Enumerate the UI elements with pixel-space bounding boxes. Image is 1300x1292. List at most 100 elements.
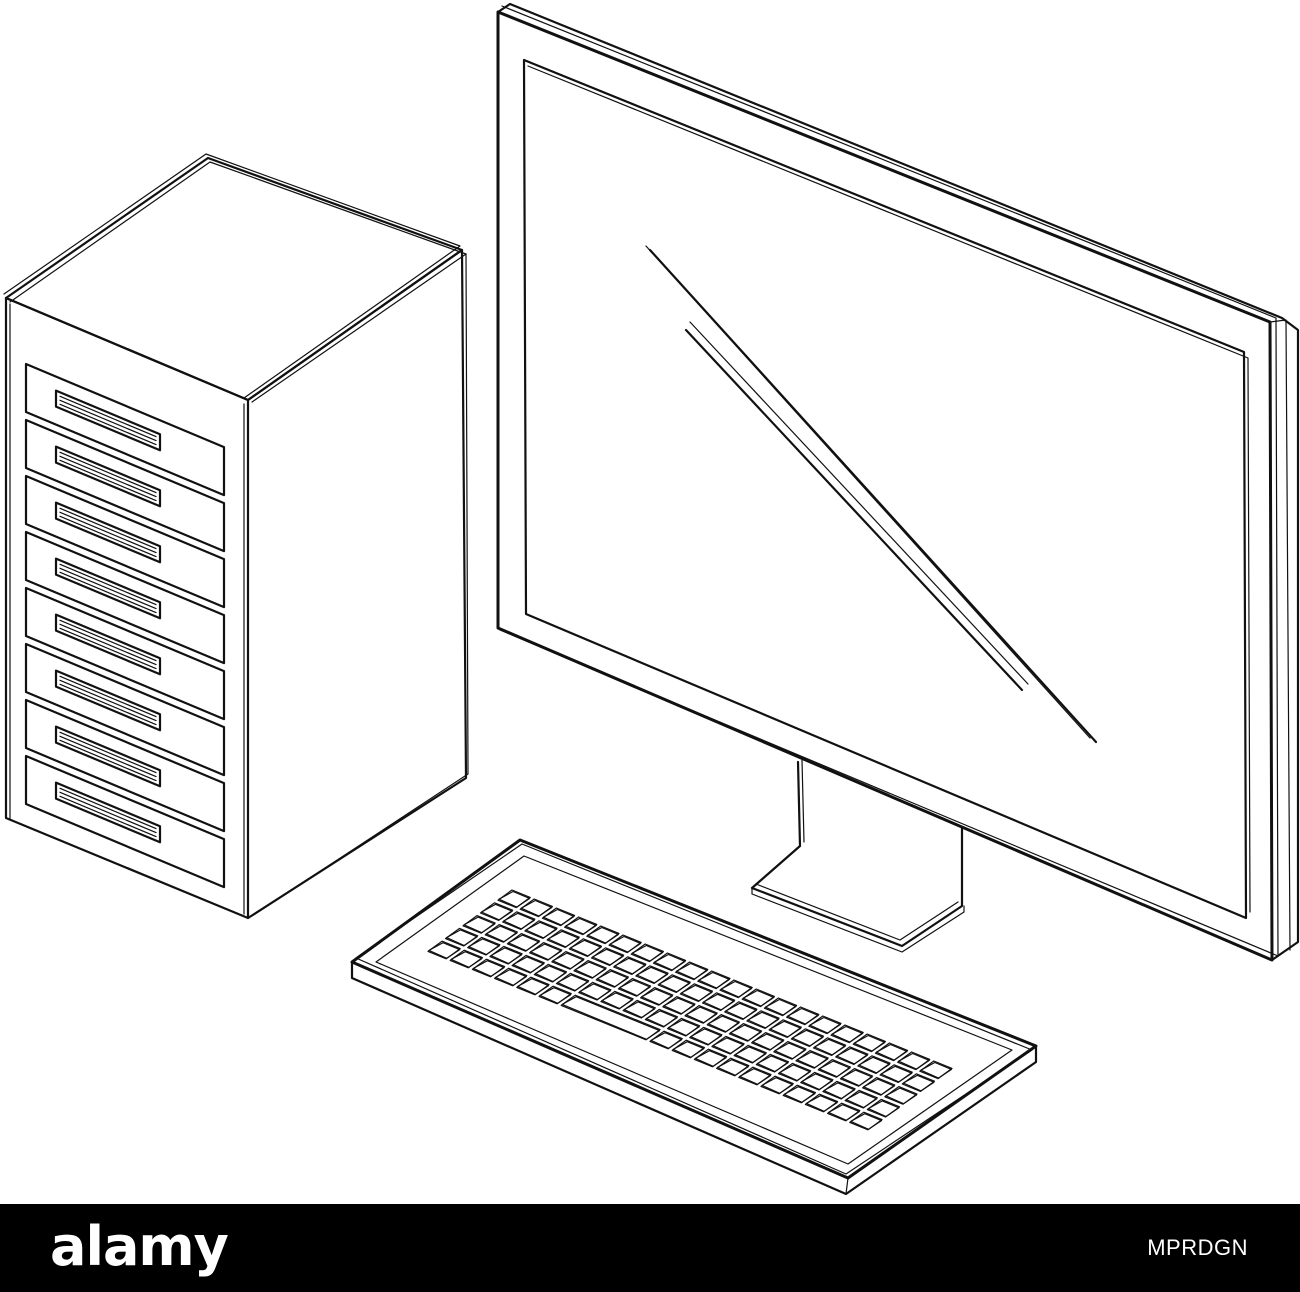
keyboard-key-outline [774, 1042, 807, 1060]
keyboard-key-outline [685, 1006, 718, 1024]
drive-bay-hatch [59, 675, 157, 718]
keyboard-key-outline [498, 890, 531, 908]
drive-bay-slot [54, 501, 162, 564]
keyboard-key [560, 994, 661, 1041]
keyboard-key-outline [840, 1069, 873, 1087]
keyboard [350, 838, 1038, 1196]
keyboard-key-outline [650, 1032, 683, 1049]
keyboard-key-outline [831, 1025, 864, 1043]
server-tower [3, 153, 469, 920]
drive-bay [24, 530, 226, 665]
drive-bay-slot [54, 445, 162, 508]
drive-bay-hatch [59, 683, 157, 726]
computer-illustration [3, 2, 1300, 1196]
keyboard-key-outline [547, 930, 580, 948]
keyboard-key-outline [556, 974, 589, 992]
keyboard-key-outline [565, 917, 597, 935]
keyboard-key-outline [809, 1016, 842, 1034]
keyboard-key-outline [729, 1024, 762, 1042]
keyboard-key-outline [614, 957, 646, 975]
keyboard-key-outline [720, 980, 753, 998]
keyboard-key-outline [561, 996, 661, 1040]
drive-bay-hatch [59, 567, 157, 610]
server-drive-bays [24, 362, 226, 889]
keyboard-key-outline [698, 971, 731, 989]
keyboard-key-outline [463, 916, 496, 934]
keyboard-key-outline [512, 956, 545, 974]
keyboard-key-outline [490, 947, 523, 965]
keyboard-key-outline [623, 1001, 656, 1019]
keyboard-key-outline [880, 1065, 913, 1083]
keyboard-key-outline [787, 1007, 819, 1025]
keyboard-key-outline [805, 1095, 838, 1112]
keyboard-key-outline [636, 966, 669, 984]
keyboard-key-outline [764, 998, 797, 1016]
keyboard-key-outline [641, 988, 673, 1006]
monitor-outer-frame [496, 10, 1274, 962]
keyboard-key-outline [875, 1043, 908, 1061]
keyboard-key-outline [517, 978, 550, 995]
drive-bay-hatch [59, 515, 157, 558]
keyboard-key-outline [863, 1078, 895, 1096]
keyboard-key-outline [920, 1061, 953, 1079]
drive-bay-hatch [59, 571, 157, 614]
keyboard-key-outline [747, 1011, 780, 1029]
keyboard-key-outline [734, 1046, 767, 1064]
drive-bay [24, 754, 226, 889]
keyboard-key-outline [902, 1074, 935, 1092]
keyboard-key-outline [845, 1091, 878, 1109]
keyboard-key-outline [495, 969, 527, 986]
keyboard-key-outline [898, 1052, 930, 1070]
keyboard-key-outline [756, 1055, 789, 1073]
drive-bay [24, 418, 226, 553]
keyboard-key-outline [472, 960, 505, 977]
server-top-face [4, 156, 464, 402]
keyboard-key-outline [520, 899, 553, 917]
keyboard-key-outline [450, 951, 483, 968]
keyboard-key-outline [712, 1037, 745, 1055]
drive-bay-slot [54, 389, 162, 452]
drive-bay-hatch [59, 791, 157, 834]
keyboard-key-outline [530, 943, 562, 961]
keyboard-key-outline [813, 1038, 846, 1056]
keyboard-key-outline [468, 938, 500, 956]
drive-bay-hatch [59, 787, 157, 830]
drive-bay [24, 642, 226, 777]
keyboard-key-outline [587, 926, 620, 944]
keyboard-key-outline [480, 903, 513, 921]
keyboard-key-outline [761, 1077, 794, 1094]
keyboard-key-outline [752, 1033, 784, 1051]
keyboard-key-outline [503, 912, 535, 930]
keyboard-key-outline [858, 1056, 891, 1074]
drive-bay-slot [54, 613, 162, 676]
drive-bay-hatch [59, 403, 157, 446]
monitor-depth-edge [496, 2, 1300, 962]
keyboard-key-outline [631, 944, 664, 962]
keyboard-key-outline [653, 953, 686, 971]
drive-bay [24, 698, 226, 833]
drive-bay-hatch [59, 563, 157, 606]
keyboard-deck [375, 855, 1013, 1165]
keyboard-key-outline [596, 970, 629, 988]
keyboard-key-outline [542, 908, 575, 926]
keyboard-keys [427, 889, 953, 1131]
drive-bay-hatch [59, 619, 157, 662]
keyboard-key-outline [769, 1020, 802, 1038]
keyboard-key-outline [702, 993, 735, 1011]
keyboard-key-outline [783, 1086, 816, 1103]
keyboard-key-outline [534, 965, 567, 983]
keyboard-key-outline [836, 1047, 868, 1065]
keyboard-key-outline [676, 962, 708, 980]
keyboard-key-outline [823, 1082, 856, 1100]
drive-bay-slot [54, 557, 162, 620]
drive-bay-hatch [59, 451, 157, 494]
keyboard-key-outline [539, 987, 572, 1004]
keyboard-key-outline [717, 1059, 749, 1076]
keyboard-key-outline [742, 989, 775, 1007]
drive-bay-hatch [59, 627, 157, 670]
keyboard-key-outline [672, 1041, 705, 1058]
watermark-bar: alamy MPRDGN [0, 1204, 1300, 1292]
drive-bay-hatch [59, 679, 157, 722]
keyboard-key-outline [853, 1034, 886, 1052]
keyboard-key-outline [680, 984, 713, 1002]
